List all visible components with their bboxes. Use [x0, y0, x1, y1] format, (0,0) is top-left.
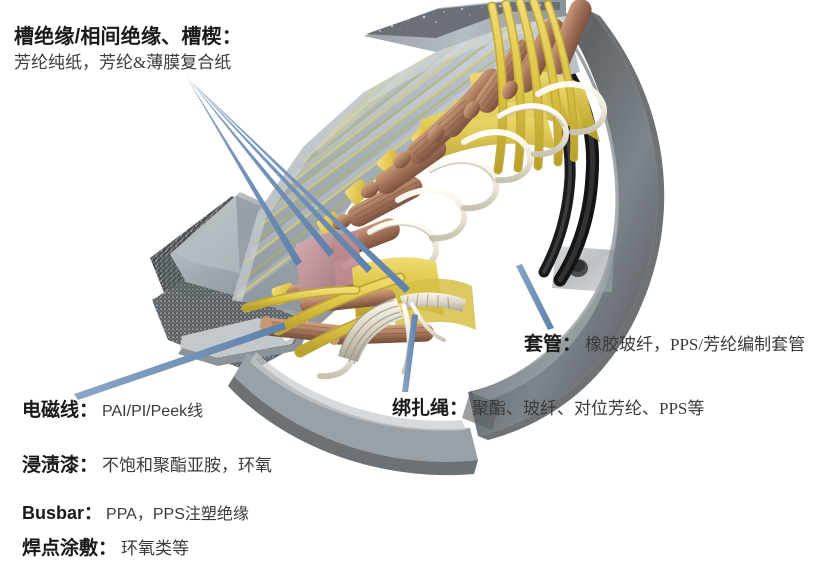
label-slot-insulation-title: 槽绝缘/相间绝缘、槽楔： [14, 26, 242, 48]
braided-sleeve [338, 292, 466, 365]
front-coil-end-cluster [241, 230, 476, 375]
housing-bottom-arc [228, 352, 478, 476]
label-magnet-wire-title: 电磁线： [22, 400, 99, 421]
leader-magnet-wire [74, 322, 286, 400]
label-lacing-cord: 绑扎绳：聚酯、玻纤、对位芳纶、PPS等 [392, 398, 704, 420]
label-lacing-cord-body: 聚酯、玻纤、对位芳纶、PPS等 [472, 399, 705, 418]
label-sleeve: 套管：橡胶玻纤，PPS/芳纶编制套管 [524, 334, 805, 356]
label-busbar-title: Busbar： [22, 503, 103, 523]
leader-sleeve [516, 264, 554, 330]
label-sleeve-body: 橡胶玻纤，PPS/芳纶编制套管 [585, 335, 806, 354]
label-busbar: Busbar：PPA，PPS注塑绝缘 [22, 503, 249, 524]
label-solder-coating-body: 环氧类等 [121, 539, 190, 558]
label-solder-coating: 焊点涂敷：环氧类等 [22, 538, 189, 560]
leader-lines [74, 76, 554, 400]
label-varnish-body: 不饱和聚酯亚胺，环氧 [102, 456, 273, 475]
label-magnet-wire: 电磁线：PAI/PI/Peek线 [22, 400, 203, 422]
label-solder-coating-title: 焊点涂敷： [22, 538, 118, 559]
label-sleeve-title: 套管： [524, 334, 582, 355]
label-slot-insulation-body: 芳纶纯纸，芳纶&薄膜复合纸 [14, 53, 232, 72]
label-slot-insulation: 槽绝缘/相间绝缘、槽楔： 芳纶纯纸，芳纶&薄膜复合纸 [14, 26, 242, 73]
label-lacing-cord-title: 绑扎绳： [392, 398, 469, 419]
label-magnet-wire-body: PAI/PI/Peek线 [102, 403, 204, 420]
label-varnish-title: 浸渍漆： [22, 455, 99, 476]
label-busbar-body: PPA，PPS注塑绝缘 [106, 506, 249, 523]
leader-lacing-cord [402, 314, 418, 392]
leader-slot-insulation [186, 76, 410, 293]
label-varnish: 浸渍漆：不饱和聚酯亚胺，环氧 [22, 455, 272, 477]
